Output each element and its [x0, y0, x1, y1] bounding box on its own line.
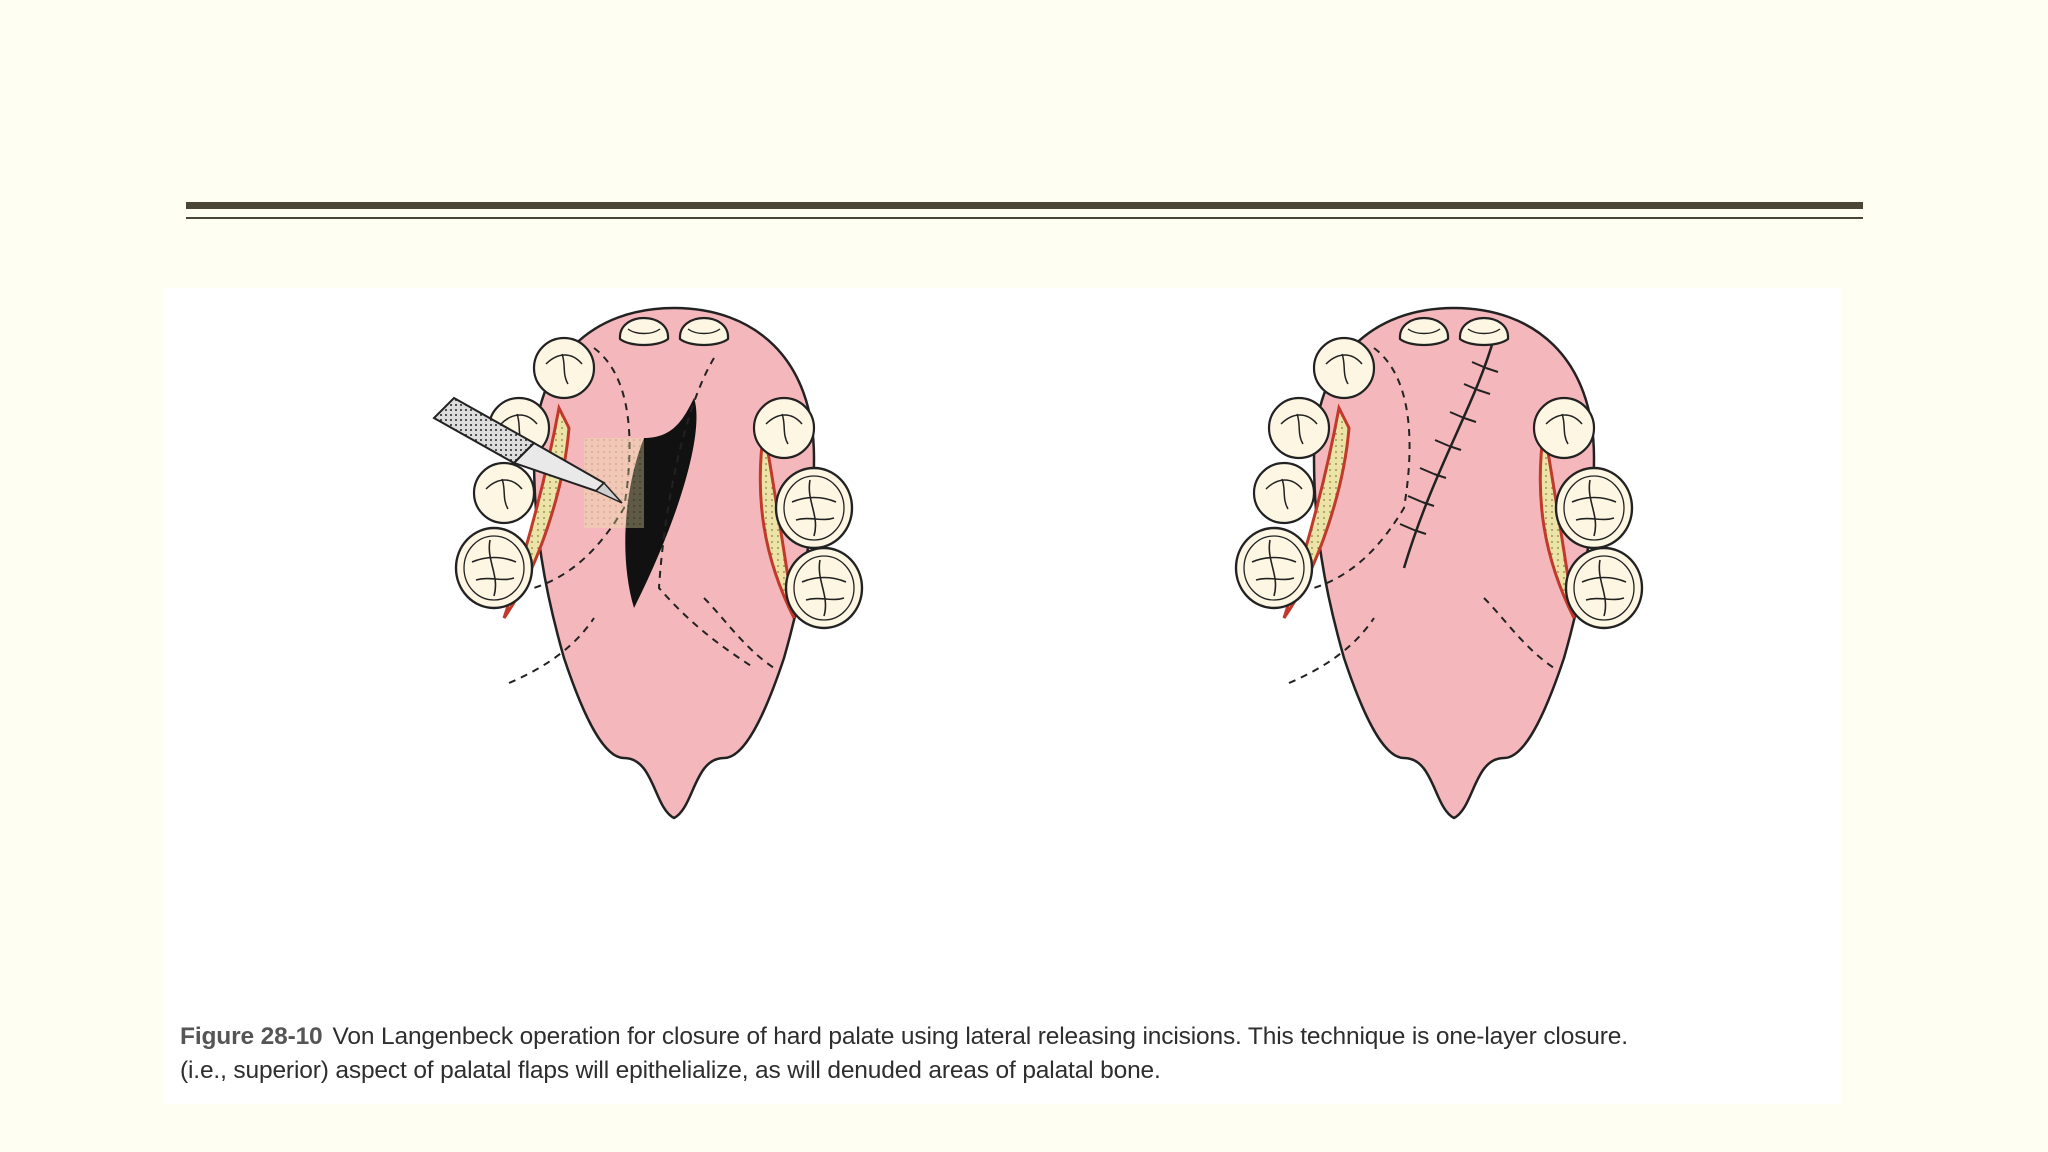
caption-text-1: Von Langenbeck operation for closure of … — [332, 1023, 1629, 1050]
right-releasing-incision — [758, 427, 796, 619]
right-releasing-incision-healing — [1538, 427, 1576, 619]
caption-line-1: Figure 28-10 Von Langenbeck operation for… — [180, 1020, 1840, 1054]
palate-illustration — [432, 306, 1644, 820]
caption-line-2: (i.e., superior) aspect of palatal flaps… — [180, 1057, 1161, 1084]
figure-panel: Figure 28-10 Von Langenbeck operation for… — [164, 288, 1842, 1104]
header-rule-thick — [186, 202, 1863, 209]
header-rule-thin — [186, 217, 1863, 219]
palate-before-closure — [432, 306, 864, 820]
figure-label: Figure 28-10 — [180, 1023, 323, 1050]
suture-line — [1402, 337, 1496, 569]
left-releasing-incision-healing — [1282, 403, 1351, 619]
palate-after-closure — [1234, 306, 1644, 820]
scalpel-instrument — [432, 396, 623, 504]
figure-caption: Figure 28-10 Von Langenbeck operation for… — [180, 1020, 1840, 1088]
